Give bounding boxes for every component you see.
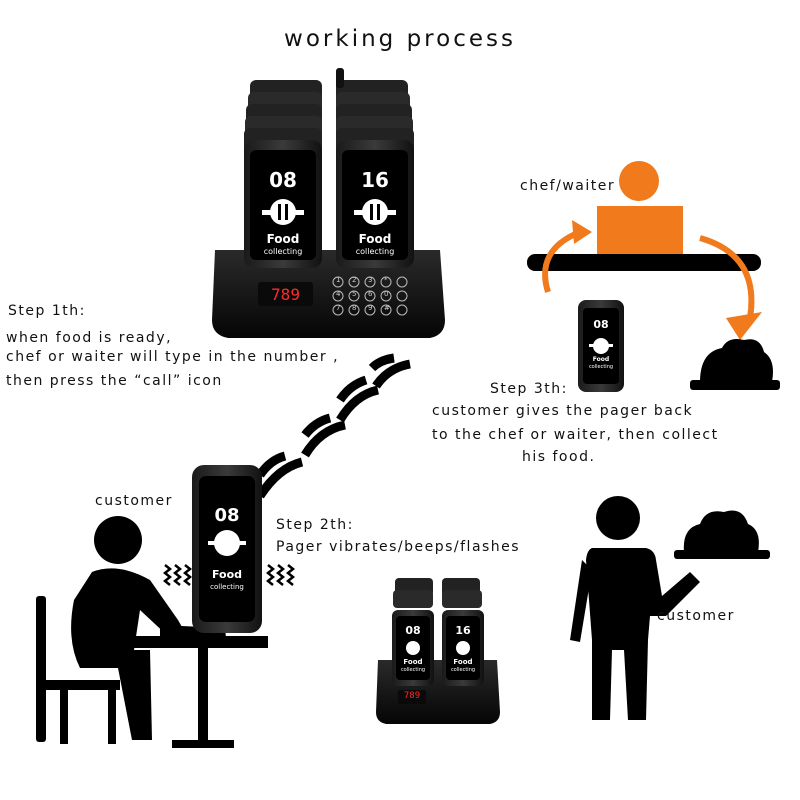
step3-line: his food. (522, 449, 596, 465)
wifi-signal-icon (256, 353, 411, 499)
pager-number: 16 (455, 624, 471, 637)
step1-line: when food is ready, (6, 330, 173, 346)
pager-line1: Food (211, 568, 243, 581)
step2-line: Pager vibrates/beeps/flashes (276, 539, 521, 555)
cloche-food-icon (690, 339, 780, 390)
pager-number: 08 (593, 318, 609, 331)
pager-line1: Food (453, 658, 473, 666)
step3-line: customer gives the pager back (432, 403, 694, 419)
step3-heading: Step 3th: (490, 381, 568, 397)
step2-heading: Step 2th: (276, 517, 354, 533)
curved-arrow-icon (542, 229, 755, 319)
page-title: working process (284, 26, 516, 52)
chef-figure (527, 161, 761, 271)
step1-line: then press the “call” icon (6, 373, 223, 389)
vibration-icon (162, 564, 296, 586)
pager-line1: Food (403, 658, 423, 666)
pager-number: 08 (214, 505, 240, 526)
fork-knife-icon (354, 199, 396, 225)
pager-number: 16 (361, 168, 389, 192)
pager-line1: Food (358, 232, 392, 246)
pager-line2: collecting (588, 364, 614, 370)
keypad (332, 276, 408, 316)
pager-line2: collecting (355, 247, 395, 256)
pager-customer (192, 465, 262, 633)
pager-line2: collecting (450, 667, 476, 673)
pager-small (578, 300, 624, 392)
step1-line: chef or waiter will type in the number , (6, 349, 340, 365)
standing-customer-figure (570, 496, 770, 720)
pager-line2: collecting (263, 247, 303, 256)
pager-line2: collecting (210, 583, 244, 591)
display-readout: 789 (403, 691, 421, 701)
pager-number: 08 (405, 624, 421, 637)
display-readout: 789 (271, 285, 300, 304)
pager-line2: collecting (400, 667, 426, 673)
transmitter-device-top (212, 68, 445, 338)
step3-line: to the chef or waiter, then collect (432, 427, 719, 443)
transmitter-device-bottom (376, 578, 500, 724)
fork-knife-icon (262, 199, 304, 225)
pager-line1: Food (592, 356, 610, 363)
seated-customer-figure (36, 516, 268, 748)
chef-label: chef/waiter (520, 178, 616, 194)
customer-label-left: customer (95, 493, 173, 509)
pager-number: 08 (269, 168, 297, 192)
step1-heading: Step 1th: (8, 303, 86, 319)
customer-label-right: customer (657, 608, 735, 624)
pager-line1: Food (266, 232, 300, 246)
